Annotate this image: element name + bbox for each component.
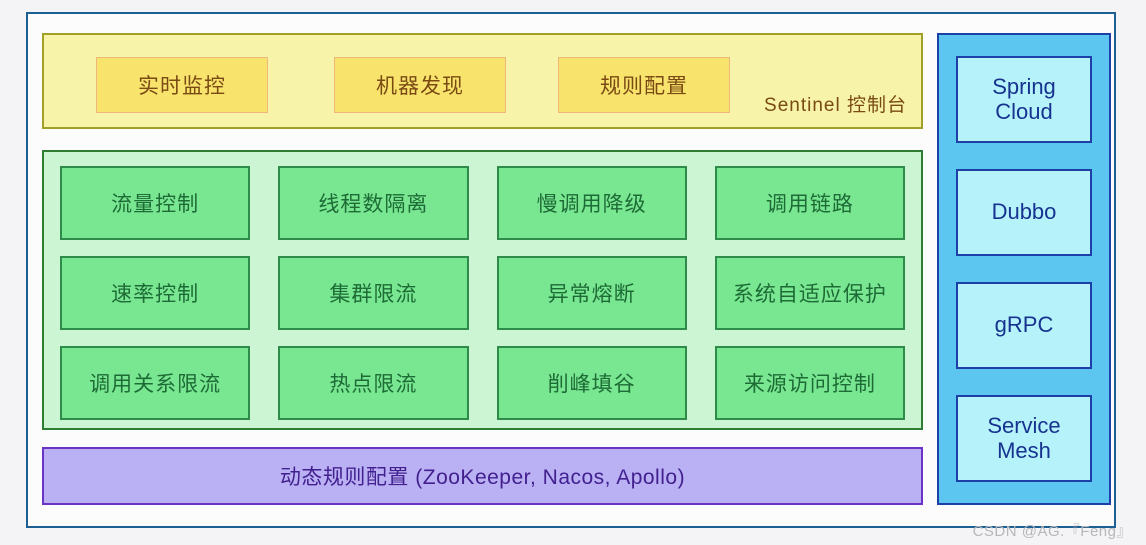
feature-cell[interactable]: 集群限流 [278, 256, 469, 330]
sentinel-feature-panel: 流量控制 线程数隔离 慢调用降级 调用链路 速率控制 集群限流 异常熔断 系统自… [42, 150, 923, 430]
feature-cell[interactable]: 异常熔断 [496, 256, 687, 330]
dynamic-rule-config-label: 动态规则配置 (ZooKeeper, Nacos, Apollo) [279, 466, 686, 489]
feature-cell-label: 削峰填谷 [547, 373, 636, 396]
feature-cell-label: 速率控制 [111, 283, 200, 306]
feature-cell-label: 来源访问控制 [743, 373, 876, 396]
console-button-machine-discovery[interactable]: 机器发现 [334, 57, 506, 113]
adapter-card-dubbo[interactable]: Dubbo [956, 169, 1092, 256]
feature-cell[interactable]: 系统自适应保护 [714, 256, 905, 330]
feature-cell[interactable]: 线程数隔离 [278, 166, 469, 240]
feature-cell-label: 慢调用降级 [536, 193, 647, 216]
feature-cell-label: 流量控制 [111, 193, 200, 216]
console-button-label: 实时监控 [138, 75, 226, 98]
feature-cell[interactable]: 削峰填谷 [496, 346, 687, 420]
console-button-rule-config[interactable]: 规则配置 [558, 57, 730, 113]
feature-cell-label: 调用关系限流 [89, 373, 222, 396]
console-button-label: 规则配置 [600, 75, 688, 98]
dynamic-rule-config-bar[interactable]: 动态规则配置 (ZooKeeper, Nacos, Apollo) [42, 447, 923, 505]
feature-cell-label: 线程数隔离 [318, 193, 429, 216]
feature-cell-label: 系统自适应保护 [732, 283, 887, 306]
feature-cell[interactable]: 慢调用降级 [496, 166, 687, 240]
feature-cell[interactable]: 热点限流 [278, 346, 469, 420]
adapter-card-label: Dubbo [991, 199, 1057, 225]
feature-cell[interactable]: 流量控制 [60, 166, 251, 240]
watermark: CSDN @AG.『Feng』 [972, 523, 1132, 540]
feature-cell[interactable]: 调用关系限流 [60, 346, 251, 420]
feature-cell-label: 调用链路 [765, 193, 854, 216]
feature-cell-label: 热点限流 [329, 373, 418, 396]
console-button-label: 机器发现 [376, 75, 464, 98]
feature-cell[interactable]: 来源访问控制 [714, 346, 905, 420]
adapter-card-grpc[interactable]: gRPC [956, 282, 1092, 369]
feature-grid: 流量控制 线程数隔离 慢调用降级 调用链路 速率控制 集群限流 异常熔断 系统自… [60, 166, 905, 420]
feature-cell[interactable]: 调用链路 [714, 166, 905, 240]
feature-cell-label: 异常熔断 [547, 283, 636, 306]
feature-cell-label: 集群限流 [329, 283, 418, 306]
console-panel-title: Sentinel 控制台 [764, 95, 907, 116]
feature-cell[interactable]: 速率控制 [60, 256, 251, 330]
adapter-card-label: gRPC [994, 312, 1054, 338]
sentinel-console-panel: 实时监控 机器发现 规则配置 Sentinel 控制台 [42, 33, 923, 129]
console-button-realtime-monitor[interactable]: 实时监控 [96, 57, 268, 113]
